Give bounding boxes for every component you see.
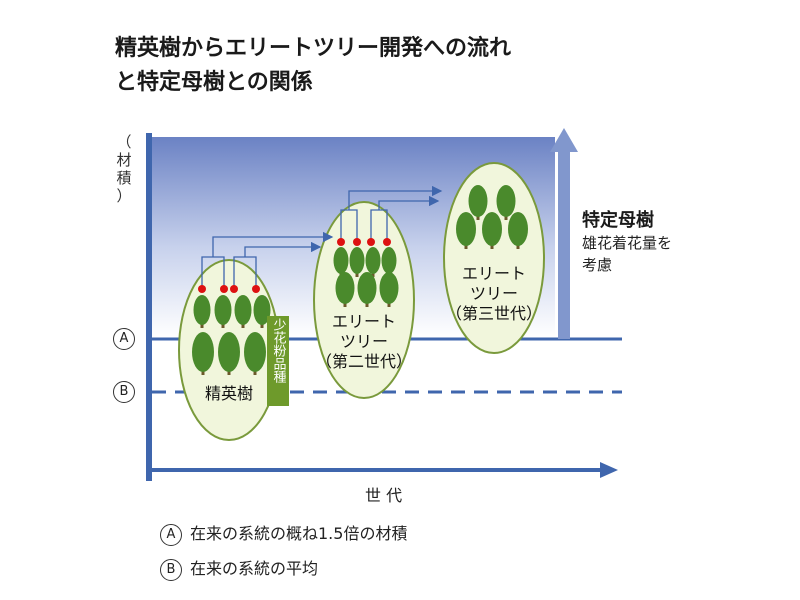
tree-icon — [218, 332, 240, 372]
group-label-3: エリート ツリー （第三世代） — [445, 264, 542, 323]
breeding-connector-2 — [340, 185, 443, 240]
tree-icon — [381, 247, 397, 274]
side-subtitle: 雄花着花量を考慮 — [582, 234, 673, 274]
legend-item-a: A 在来の系統の概ね1.5倍の材積 — [160, 520, 407, 546]
tree-icon — [244, 332, 266, 372]
group-ellipse-3 — [443, 162, 545, 354]
tree-icon — [253, 295, 271, 325]
legend-marker-b: B — [160, 558, 182, 581]
low-pollen-tag: 少花粉品種 — [267, 316, 289, 406]
tree-cluster-3 — [456, 185, 528, 249]
tree-icon — [193, 295, 211, 325]
side-title: 特定母樹 — [582, 210, 654, 231]
y-axis — [146, 133, 152, 481]
tree-icon — [234, 295, 252, 325]
tree-icon — [192, 332, 214, 372]
specific-mother-tree-arrow-head — [550, 128, 578, 152]
x-axis-label: 世 代 — [365, 486, 403, 505]
title-line-2: と特定母樹との関係 — [115, 70, 313, 95]
tree-cluster-1 — [192, 295, 271, 375]
selected-tree-dots-1 — [198, 285, 260, 293]
group-label-2: エリート ツリー （第二世代） — [315, 312, 412, 371]
tree-icon — [482, 212, 502, 246]
tree-icon — [357, 272, 377, 304]
y-axis-label: （ 材 積 ） — [116, 133, 132, 205]
title-line-1: 精英樹からエリートツリー開発への流れ — [115, 36, 512, 61]
tree-cluster-2 — [333, 247, 399, 307]
tree-icon — [496, 185, 516, 217]
tree-icon — [335, 272, 355, 304]
marker-b: B — [113, 381, 135, 403]
tree-icon — [456, 212, 476, 246]
tree-icon — [379, 272, 399, 304]
selected-tree-dots-2 — [337, 238, 391, 246]
tree-icon — [508, 212, 528, 246]
marker-a: A — [113, 328, 135, 350]
tree-icon — [365, 247, 381, 274]
breeding-connector-1 — [201, 231, 334, 287]
legend-text-a: 在来の系統の概ね1.5倍の材積 — [190, 524, 408, 543]
legend-marker-a: A — [160, 523, 182, 546]
diagram-title: 精英樹からエリートツリー開発への流れ と特定母樹との関係 — [115, 32, 511, 100]
specific-mother-tree-arrow-shaft — [558, 150, 570, 339]
tree-icon — [349, 247, 365, 274]
tree-icon — [333, 247, 349, 274]
group-label-1: 精英樹 — [204, 384, 253, 403]
tree-icon — [214, 295, 232, 325]
x-axis-arrowhead — [600, 462, 618, 478]
legend-item-b: B 在来の系統の平均 — [160, 555, 318, 581]
tree-icon — [468, 185, 488, 217]
legend-text-b: 在来の系統の平均 — [190, 559, 319, 578]
